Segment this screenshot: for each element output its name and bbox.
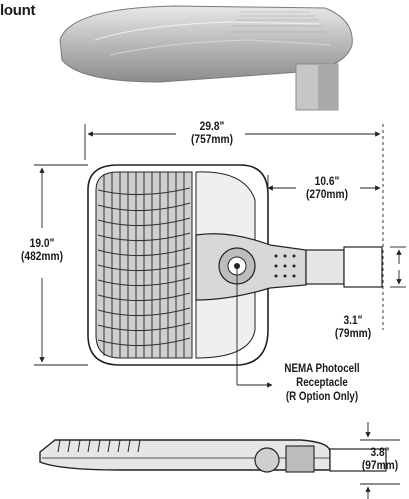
height-dimension-label: 19.0" (482mm) bbox=[11, 237, 72, 263]
width-dimension-line bbox=[84, 124, 384, 330]
fixture-plan-view bbox=[87, 164, 383, 366]
arm-width-inches: 3.1" bbox=[343, 313, 363, 327]
height-inches: 19.0" bbox=[29, 236, 55, 250]
photocell-callout-label: NEMA Photocell Receptacle (R Option Only… bbox=[271, 362, 373, 404]
width-inches: 29.8" bbox=[199, 119, 225, 133]
photocell-callout-leader bbox=[236, 266, 273, 388]
depth-dimension-label: 3.8" (97mm) bbox=[356, 446, 404, 472]
photocell-callout-line1: NEMA Photocell bbox=[284, 363, 360, 375]
height-dimension-line bbox=[34, 164, 88, 366]
arm-length-dimension-label: 10.6" (270mm) bbox=[296, 175, 359, 201]
photocell-callout-line3: (R Option Only) bbox=[285, 391, 359, 403]
width-millimeters: (757mm) bbox=[191, 132, 233, 146]
depth-dimension-line bbox=[360, 422, 400, 499]
height-millimeters: (482mm) bbox=[21, 249, 63, 263]
page-title-fragment: lount bbox=[0, 2, 36, 19]
depth-millimeters: (97mm) bbox=[361, 458, 399, 472]
depth-inches: 3.8" bbox=[370, 445, 390, 459]
width-dimension-label: 29.8" (757mm) bbox=[178, 120, 246, 146]
arm-width-millimeters: (79mm) bbox=[334, 326, 372, 340]
arm-length-inches: 10.6" bbox=[314, 174, 340, 188]
arm-width-dimension-label: 3.1" (79mm) bbox=[323, 314, 383, 340]
fixture-side-view bbox=[39, 439, 387, 473]
photocell-callout-line2: Receptacle bbox=[296, 377, 348, 389]
arm-width-dimension-line bbox=[390, 246, 406, 288]
fixture-photo bbox=[59, 5, 353, 111]
arm-length-millimeters: (270mm) bbox=[306, 187, 348, 201]
